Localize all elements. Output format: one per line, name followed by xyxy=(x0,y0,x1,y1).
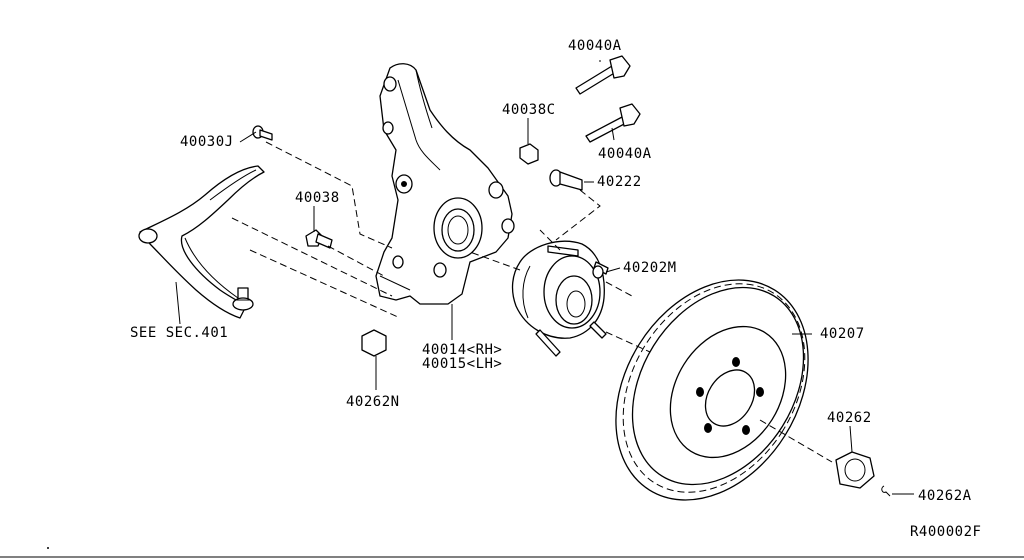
label-40038c: 40038C xyxy=(502,102,556,118)
label-40262: 40262 xyxy=(827,410,872,426)
label-40038: 40038 xyxy=(295,190,340,206)
lower-control-arm xyxy=(138,165,265,319)
label-40202m: 40202M xyxy=(623,260,677,276)
bolt-40030j xyxy=(252,125,273,141)
label-40040a-mid: 40040A xyxy=(598,146,652,162)
label-40030j: 40030J xyxy=(180,134,234,150)
nut-40262n xyxy=(361,329,387,357)
bolt-40040a-lower xyxy=(585,103,641,143)
steering-knuckle xyxy=(375,63,515,305)
reference-code: R400002F xyxy=(910,524,982,540)
bolt-40038 xyxy=(305,229,333,249)
label-40014-rh: 40014<RH> xyxy=(422,342,503,358)
bolt-40040a-upper xyxy=(575,55,631,95)
stud-40222 xyxy=(549,169,583,191)
label-40262a: 40262A xyxy=(918,488,972,504)
nut-40038c xyxy=(519,143,539,165)
label-see-sec-401: SEE SEC.401 xyxy=(130,325,229,341)
label-40040a-top: 40040A xyxy=(568,38,622,54)
hub-nut-40262 xyxy=(835,451,875,489)
cotter-pin-40262a xyxy=(881,485,891,497)
label-40207: 40207 xyxy=(820,326,865,342)
label-40262n: 40262N xyxy=(346,394,400,410)
label-40222: 40222 xyxy=(597,174,642,190)
wheel-hub-assembly xyxy=(511,240,609,357)
brake-disc-rotor xyxy=(615,279,809,501)
label-40015-lh: 40015<LH> xyxy=(422,356,503,372)
